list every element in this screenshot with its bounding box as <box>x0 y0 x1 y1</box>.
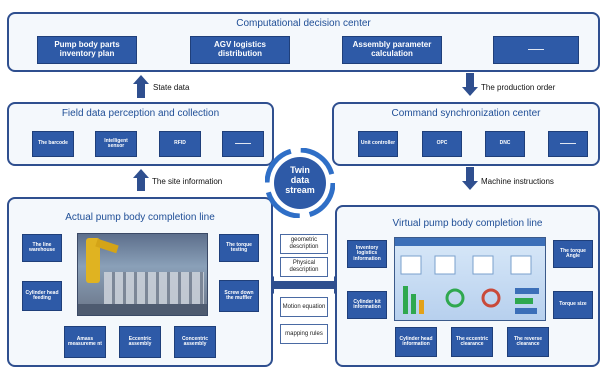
twin-data-stream: Twin data stream <box>265 148 335 218</box>
intelligent-sensor-box: Intelligent sensor <box>95 131 137 157</box>
twin-text: Twin data stream <box>265 165 335 196</box>
site-information-arrow <box>133 169 149 191</box>
reverse-clearance-box: The reverse clearance <box>507 327 549 357</box>
state-data-label: State data <box>153 83 190 92</box>
unit-controller-box: Unit controller <box>358 131 398 157</box>
panel-title: Actual pump body completion line <box>65 212 215 223</box>
torque-testing-box: The torque testing <box>219 234 259 262</box>
panel-title: Virtual pump body completion line <box>392 218 543 229</box>
virtual-line-panel: Virtual pump body completion line Invent… <box>335 205 600 367</box>
bidirectional-arrow <box>264 276 344 294</box>
factory-photo <box>77 233 208 316</box>
conveyor-shape <box>78 304 207 315</box>
production-order-label: The production order <box>481 83 556 92</box>
field-placeholder-box: —— <box>222 131 264 157</box>
site-information-label: The site information <box>152 177 223 186</box>
rfid-box: RFID <box>159 131 201 157</box>
dashboard-graphics <box>400 255 539 314</box>
torque-size-box: Torque size <box>553 291 593 319</box>
dashboard-header-bar <box>395 238 545 246</box>
top-placeholder-box: —— <box>493 36 579 64</box>
assembly-parameter-box: Assembly parameter calculation <box>342 36 442 64</box>
cylinder-head-feeding-box: Cylinder head feeding <box>22 281 62 311</box>
cylinder-kit-box: Cylinder kit information <box>347 291 387 319</box>
eccentric-assembly-box: Eccentric assembly <box>119 326 161 358</box>
physical-description-box: Physical description <box>280 257 328 277</box>
dnc-box: DNC <box>485 131 525 157</box>
computational-decision-center-panel: Computational decision center Pump body … <box>7 12 600 72</box>
opc-box: OPC <box>422 131 462 157</box>
agv-logistics-box: AGV logistics distribution <box>190 36 290 64</box>
inventory-plan-box: Pump body parts inventory plan <box>37 36 137 64</box>
concentric-assembly-box: Concentric assembly <box>174 326 216 358</box>
twin-cycle-icon <box>265 148 335 218</box>
cylinder-head-information-box: Cylinder head information <box>395 327 437 357</box>
panel-title: Computational decision center <box>236 18 371 29</box>
torque-angle-box: The torque Angle <box>553 240 593 268</box>
robot-arm-shape <box>86 238 100 283</box>
command-placeholder-box: —— <box>548 131 588 157</box>
mapping-rules-box: mapping rules <box>280 324 328 344</box>
command-synchronization-panel: Command synchronization center Unit cont… <box>332 102 600 166</box>
field-data-panel: Field data perception and collection The… <box>7 102 274 166</box>
twin-line3: stream <box>285 184 315 195</box>
panel-title: Command synchronization center <box>391 108 541 119</box>
amass-measurement-box: Amass measureme nt <box>64 326 106 358</box>
panel-title: Field data perception and collection <box>61 108 220 119</box>
actual-line-panel: Actual pump body completion line The lin… <box>7 197 273 367</box>
line-warehouse-box: The line warehouse <box>22 234 62 262</box>
production-order-arrow <box>462 73 478 96</box>
machine-instructions-label: Machine instructions <box>481 177 554 186</box>
state-data-arrow <box>133 75 149 98</box>
eccentric-clearance-box: The eccentric clearance <box>451 327 493 357</box>
virtual-dashboard-screen <box>394 237 546 321</box>
screw-down-muffler-box: Screw down the muffler <box>219 280 259 312</box>
machine-instructions-arrow <box>462 167 478 190</box>
twin-line2: data <box>290 174 310 185</box>
motion-equation-box: Motion equation <box>280 297 328 317</box>
barcode-box: The barcode <box>32 131 74 157</box>
inventory-logistics-box: Inventory logistics information <box>347 240 387 268</box>
twin-line1: Twin <box>290 165 310 175</box>
geometric-description-box: geometric description <box>280 234 328 254</box>
